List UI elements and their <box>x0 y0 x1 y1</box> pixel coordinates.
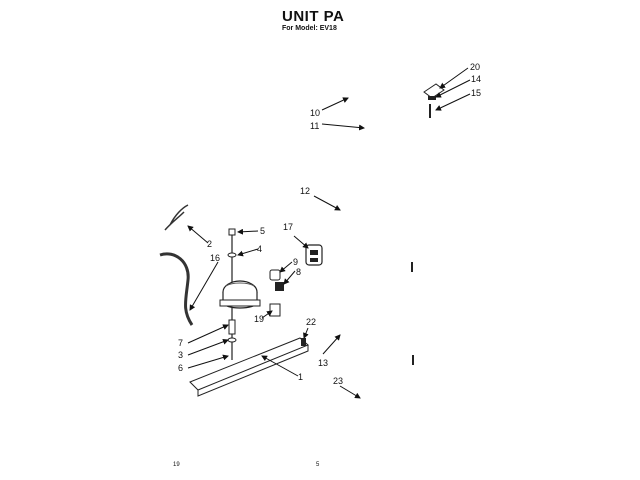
cover-part <box>275 282 284 291</box>
scan-mark <box>411 262 413 272</box>
callout-2: 2 <box>207 239 212 249</box>
callout-19: 19 <box>254 314 264 324</box>
callout-10: 10 <box>310 108 320 118</box>
footer-page-number: 5 <box>316 462 320 468</box>
compressor <box>219 280 261 309</box>
callout-22: 22 <box>306 317 316 327</box>
callout-23: 23 <box>333 376 343 386</box>
base-plate <box>189 337 309 391</box>
tube-part <box>164 204 189 231</box>
callout-5: 5 <box>260 226 265 236</box>
callout-17: 17 <box>283 222 293 232</box>
callout-13: 13 <box>318 358 328 368</box>
callout-14: 14 <box>471 74 481 84</box>
callout-8: 8 <box>296 267 301 277</box>
footer-left: 19 <box>173 462 180 468</box>
callout-20: 20 <box>470 62 480 72</box>
callout-1: 1 <box>298 372 303 382</box>
callout-9: 9 <box>293 257 298 267</box>
overload-part <box>269 269 281 281</box>
page-title: UNIT PA <box>282 8 345 25</box>
callout-3: 3 <box>178 350 183 360</box>
screw-part <box>301 338 306 346</box>
scan-mark <box>412 355 414 365</box>
model-subtitle: For Model: EV18 <box>282 25 337 32</box>
leader-lines <box>187 67 471 399</box>
callout-6: 6 <box>178 363 183 373</box>
callout-4: 4 <box>257 244 262 254</box>
callout-12: 12 <box>300 186 310 196</box>
callout-7: 7 <box>178 338 183 348</box>
bracket-part <box>423 83 445 99</box>
capacitor-part <box>269 303 281 317</box>
callout-16: 16 <box>210 253 220 263</box>
power-cord <box>159 252 194 326</box>
relay-part <box>305 244 323 266</box>
callout-15: 15 <box>471 88 481 98</box>
callout-11: 11 <box>310 121 319 131</box>
